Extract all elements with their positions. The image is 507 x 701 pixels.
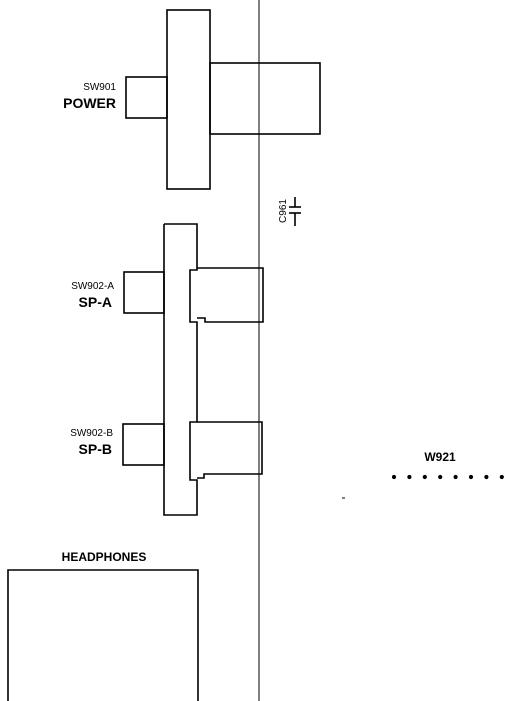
headphones-label: HEADPHONES xyxy=(62,550,147,564)
sw902b-name-label: SP-B xyxy=(79,441,112,457)
sw902b-ref-label: SW902-B xyxy=(70,428,113,439)
headphones-jack-outline xyxy=(7,569,199,701)
w921-pin xyxy=(391,474,397,480)
w921-pin xyxy=(468,474,474,480)
w921-pin xyxy=(407,474,412,480)
sw902a-knob xyxy=(123,271,165,314)
sw901-power-switch: SW901 POWER xyxy=(63,9,321,190)
w921-pin xyxy=(438,474,443,480)
sw901-name-label: POWER xyxy=(63,95,116,111)
w921-connector: W921 xyxy=(391,450,504,480)
w921-pins xyxy=(391,474,504,480)
w921-pin xyxy=(453,474,458,480)
c961-capacitor: C961 xyxy=(278,197,301,226)
sw902a-name-label: SP-A xyxy=(79,294,112,310)
c961-ref-label: C961 xyxy=(278,199,289,223)
sw902a-ref-label: SW902-A xyxy=(71,281,114,292)
sw901-ref-label: SW901 xyxy=(83,82,116,93)
sw901-body xyxy=(166,9,211,190)
sw902b-shaft xyxy=(197,421,263,479)
w921-ref-label: W921 xyxy=(424,450,456,464)
w921-pin xyxy=(422,474,427,480)
sw902-switch: SW902-A SP-A SW902-B SP-B xyxy=(70,223,264,516)
w921-pin xyxy=(499,474,504,480)
w921-pin xyxy=(484,474,489,480)
headphones-jack: HEADPHONES xyxy=(7,550,199,701)
sw902a-shaft xyxy=(197,267,264,323)
sw902b-knob xyxy=(122,423,165,466)
sw901-shaft xyxy=(209,62,321,135)
sw901-knob xyxy=(125,76,168,119)
sw902-body xyxy=(163,223,198,516)
